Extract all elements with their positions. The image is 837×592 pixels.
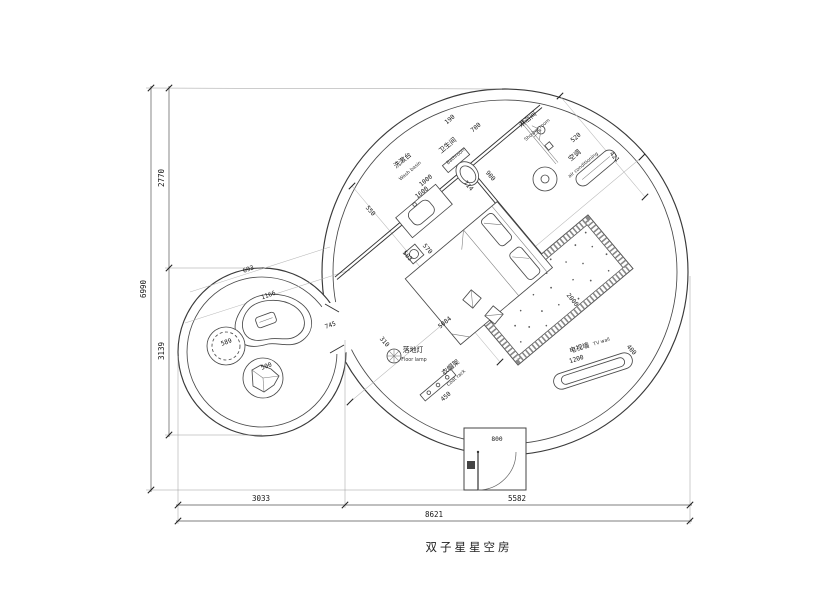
pillow-left (481, 212, 512, 247)
page-title: 双子星星空房 (426, 540, 513, 554)
beanbag-chair (242, 357, 284, 399)
sheet-fold (463, 229, 519, 296)
passage-wall-cap (324, 303, 340, 313)
dim-3033: 3033 (252, 494, 270, 503)
label-floor-lamp-cn: 落地灯 (403, 345, 424, 354)
dim-745: 745 (324, 320, 337, 330)
tv-screen (560, 357, 626, 385)
beanbag-crease (251, 364, 280, 393)
headboard (491, 205, 548, 273)
dim-6990: 6990 (139, 279, 148, 298)
dim-800: 800 (491, 436, 502, 443)
entrance (463, 427, 527, 491)
pillow-right (509, 246, 541, 280)
dim-500: 500 (260, 361, 273, 371)
passage-wall-cap (329, 344, 345, 354)
faucet (412, 202, 417, 207)
tv-cabinet (553, 352, 633, 390)
coat-rack (419, 368, 457, 402)
blanket-fold (451, 333, 470, 338)
dim-2770: 2770 (157, 168, 166, 187)
bath-pillow (255, 311, 277, 329)
ac-unit (575, 149, 617, 187)
bed (404, 201, 554, 346)
wash-basin-counter (395, 183, 453, 239)
passage-opening (311, 302, 363, 354)
label-tv-wall-en: TV wall (592, 337, 611, 348)
bed-outline (404, 201, 554, 346)
throw-cushion (484, 305, 504, 325)
throw-cushion (462, 289, 482, 309)
headboard-wall (467, 165, 550, 264)
dim-3139: 3139 (157, 342, 166, 360)
dim-589: 589 (220, 337, 233, 347)
dim-693: 693 (242, 264, 255, 274)
round-stool (532, 166, 558, 192)
shower-area (520, 120, 559, 165)
label-floor-lamp-en: Floor lamp (401, 357, 426, 363)
bedside-table (403, 243, 425, 265)
bathtub-rim (242, 299, 305, 341)
dimension-lines (147, 84, 694, 525)
toilet (441, 147, 480, 186)
door-swing-arc (477, 451, 517, 491)
dim-8621: 8621 (425, 510, 443, 519)
shower-glass (520, 121, 557, 165)
floor-lamp (386, 348, 402, 364)
ottoman (206, 326, 246, 366)
shower-drain (544, 141, 554, 151)
door-stop (467, 461, 475, 469)
dim-1166: 1166 (260, 290, 277, 302)
door-hinge (476, 450, 480, 454)
dim-1200: 1200 (568, 354, 585, 365)
dim-5582: 5582 (508, 494, 526, 503)
